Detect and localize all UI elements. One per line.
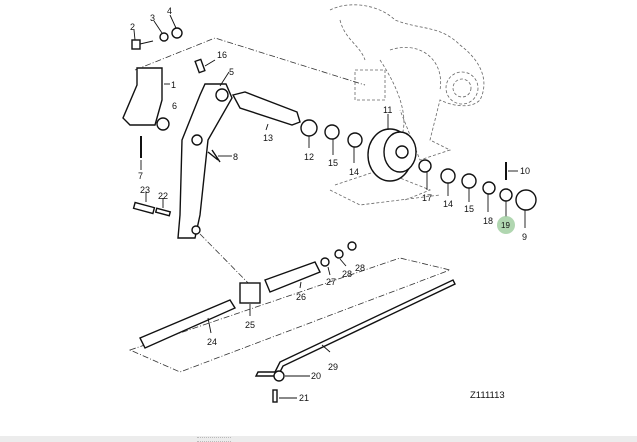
- pulley-part-11: [367, 128, 417, 182]
- highlight-callout-19[interactable]: [497, 216, 515, 234]
- washer-part-3: [159, 32, 169, 42]
- callout-13[interactable]: 13: [263, 133, 273, 143]
- callout-1[interactable]: 1: [171, 80, 176, 90]
- scrollbar-thumb[interactable]: [197, 437, 231, 442]
- callouts: 1 2 3 4 5 6 7 8 9 10 11 12 13 14 15 16 1…: [130, 6, 530, 403]
- nut-part-4: [171, 27, 183, 39]
- callout-24[interactable]: 24: [207, 337, 217, 347]
- bolt-part-2: [131, 39, 154, 50]
- callout-26[interactable]: 26: [296, 292, 306, 302]
- reference-code: Z111113: [470, 390, 505, 401]
- housing-outline: [329, 4, 485, 206]
- callout-5[interactable]: 5: [229, 67, 234, 77]
- callout-23[interactable]: 23: [140, 185, 150, 195]
- assembly-line-lower: [128, 257, 452, 373]
- callout-8[interactable]: 8: [233, 152, 238, 162]
- rod-part-29: [254, 279, 456, 377]
- leader-lines: [133, 14, 526, 399]
- callout-25[interactable]: 25: [245, 320, 255, 330]
- bracket-part-1: [122, 67, 163, 126]
- callout-2[interactable]: 2: [130, 22, 135, 32]
- callout-3[interactable]: 3: [150, 13, 155, 23]
- callout-21[interactable]: 21: [299, 393, 309, 403]
- callout-7[interactable]: 7: [138, 171, 143, 181]
- callout-29[interactable]: 29: [328, 362, 338, 372]
- callout-16[interactable]: 16: [217, 50, 227, 60]
- shaft-part-24: [139, 299, 237, 349]
- callout-9[interactable]: 9: [522, 232, 527, 242]
- callout-15[interactable]: 15: [328, 158, 338, 168]
- callout-12[interactable]: 12: [304, 152, 314, 162]
- shaft-part-13: [231, 91, 301, 126]
- callout-14b[interactable]: 14: [443, 199, 453, 209]
- callout-20[interactable]: 20: [311, 371, 321, 381]
- callout-19[interactable]: 19: [501, 221, 510, 230]
- lever-part-5: [177, 83, 233, 239]
- callout-6[interactable]: 6: [172, 101, 177, 111]
- callout-11[interactable]: 11: [383, 105, 392, 115]
- callout-10[interactable]: 10: [520, 166, 530, 176]
- washer-part-6: [156, 117, 170, 131]
- callout-17[interactable]: 17: [422, 193, 432, 203]
- callout-4[interactable]: 4: [167, 6, 172, 16]
- spring-pin-part-16: [194, 58, 206, 74]
- spring-part-26: [264, 261, 321, 293]
- block-part-25: [239, 282, 261, 304]
- horizontal-scrollbar[interactable]: [0, 436, 637, 442]
- callout-18[interactable]: 18: [483, 216, 493, 226]
- callout-28[interactable]: 28: [342, 269, 352, 279]
- callout-15b[interactable]: 15: [464, 204, 474, 214]
- callout-14[interactable]: 14: [349, 167, 359, 177]
- callout-27[interactable]: 27: [326, 277, 336, 287]
- callout-28b[interactable]: 28: [355, 263, 365, 273]
- callout-22[interactable]: 22: [158, 191, 168, 201]
- assembly-line-upper: [134, 37, 366, 86]
